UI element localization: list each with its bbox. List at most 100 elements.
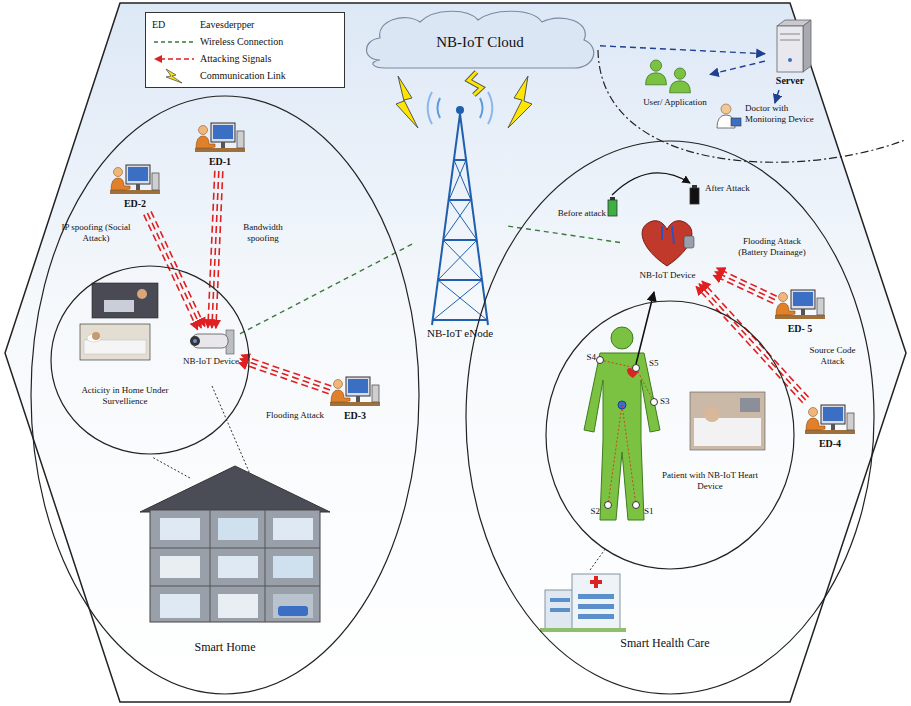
battery-label: After Attack xyxy=(705,183,765,194)
smart-home-illustration xyxy=(218,556,258,578)
cell-tower xyxy=(449,200,477,240)
attack-arrow xyxy=(216,171,223,328)
server-icon xyxy=(777,20,811,26)
leader-line xyxy=(590,548,606,570)
sensor-label: S2 xyxy=(582,506,600,517)
leader-line xyxy=(152,457,190,478)
label-box: S3 xyxy=(660,396,678,407)
server-icon xyxy=(780,40,800,41)
attack-arrow xyxy=(151,211,205,326)
server-icon xyxy=(788,58,792,62)
label-box: S4 xyxy=(578,352,596,363)
doctor-icon xyxy=(731,118,741,126)
smart-home-illustration xyxy=(265,510,266,622)
label-box: Before attack xyxy=(548,208,606,219)
smart-home-illustration xyxy=(278,606,308,616)
region-label: Smart Health Care xyxy=(610,636,720,650)
node-label: User/ Application xyxy=(640,97,710,108)
patient-figure xyxy=(636,368,654,402)
cell-tower xyxy=(443,240,482,280)
data-arrow xyxy=(600,46,765,54)
region-outline xyxy=(546,301,794,569)
smart-home-illustration xyxy=(160,594,200,618)
wireless-link xyxy=(505,226,620,243)
hospital-illustration xyxy=(590,580,602,584)
hospital-illustration xyxy=(572,574,620,630)
label-box: S5 xyxy=(649,358,667,369)
doctor-icon xyxy=(717,115,735,128)
leader-line xyxy=(152,386,606,570)
communication-link xyxy=(468,72,481,95)
smart-home-illustration xyxy=(273,556,313,578)
eavesdropper-icon xyxy=(805,405,855,434)
legend-sample xyxy=(152,68,196,84)
attack-arrow xyxy=(696,281,809,403)
home-photo xyxy=(104,300,134,312)
user-icon xyxy=(646,60,667,85)
region-label: Acticity in Home Under Survellience xyxy=(75,385,175,407)
cell-tower xyxy=(432,114,488,325)
attack-arrow xyxy=(717,268,777,296)
smart-home-illustration xyxy=(150,510,320,622)
cell-tower xyxy=(438,280,487,320)
smart-home-illustration xyxy=(150,586,320,587)
attack-arrow xyxy=(702,281,809,397)
patient-photo xyxy=(740,398,760,412)
home-photo xyxy=(92,332,100,340)
edge-label-box: Source Code Attack xyxy=(805,345,860,367)
enode-tower: NB-IoT eNode xyxy=(415,95,505,343)
home-photo xyxy=(80,324,150,360)
data-arrow xyxy=(775,90,779,103)
region-label: Patient with NB-IoT Heart Device xyxy=(655,470,765,492)
eavesdropper-icon xyxy=(330,377,380,406)
hospital-illustration xyxy=(550,598,570,602)
node-label: NB-IoT eNode xyxy=(415,327,505,340)
battery-icon xyxy=(608,173,699,216)
smart-home-illustration xyxy=(273,518,313,540)
server-icon xyxy=(777,26,803,72)
user-icon xyxy=(670,68,691,93)
user-node: User/ Application xyxy=(640,55,710,111)
camera-icon xyxy=(190,330,234,354)
attack-arrow xyxy=(147,213,201,328)
cloud-node: NB-IoT Cloud xyxy=(360,8,600,72)
hospital-illustration xyxy=(578,614,614,619)
patient-circle: Patient with NB-IoT Heart Device xyxy=(545,300,795,570)
region-label: Smart Home xyxy=(180,640,270,654)
health-care-region: Smart Health Care Patient with NB-IoT Hea… xyxy=(465,140,875,695)
attack-label: Source Code Attack xyxy=(805,345,860,367)
node-label: ED-1 xyxy=(195,156,245,168)
eavesdropper-icon xyxy=(195,123,245,152)
sensor-label: S3 xyxy=(660,396,678,407)
smart-home-illustration xyxy=(160,518,200,540)
cell-tower xyxy=(454,159,466,161)
patient-figure xyxy=(584,292,660,520)
eavesdropper: ED-3 xyxy=(330,372,380,425)
attack-arrow xyxy=(240,359,330,390)
wireless-link xyxy=(505,226,620,243)
cell-tower xyxy=(443,200,471,240)
doctor-node: Doctor with Monitoring Device xyxy=(715,103,827,128)
legend-text: Attacking Signals xyxy=(200,53,271,65)
battery-label: Before attack xyxy=(548,208,606,219)
legend-sample xyxy=(152,51,196,67)
patient-figure xyxy=(605,502,612,509)
label-box: After Attack xyxy=(705,183,765,194)
attack-arrow xyxy=(715,272,775,300)
home-photo xyxy=(87,334,101,342)
legend-row: Attacking Signals xyxy=(152,50,338,67)
edge-label-box: Bandwidth spoofing xyxy=(232,222,294,244)
cloud-service-boundary xyxy=(598,50,905,162)
lightning-bolt xyxy=(396,76,532,128)
heart-device-icon xyxy=(662,226,674,244)
hospital-illustration xyxy=(545,590,575,630)
surveillance-circle: Acticity in Home Under SurvellienceNB-Io… xyxy=(50,265,250,455)
attack-arrow xyxy=(696,287,803,403)
doctor-icon xyxy=(717,104,741,128)
heart-device-icon xyxy=(684,236,694,248)
eavesdropper-icon xyxy=(110,123,855,434)
doctor-icon xyxy=(721,104,731,114)
battery-icon xyxy=(692,185,697,188)
node-label: ED-4 xyxy=(805,438,855,450)
